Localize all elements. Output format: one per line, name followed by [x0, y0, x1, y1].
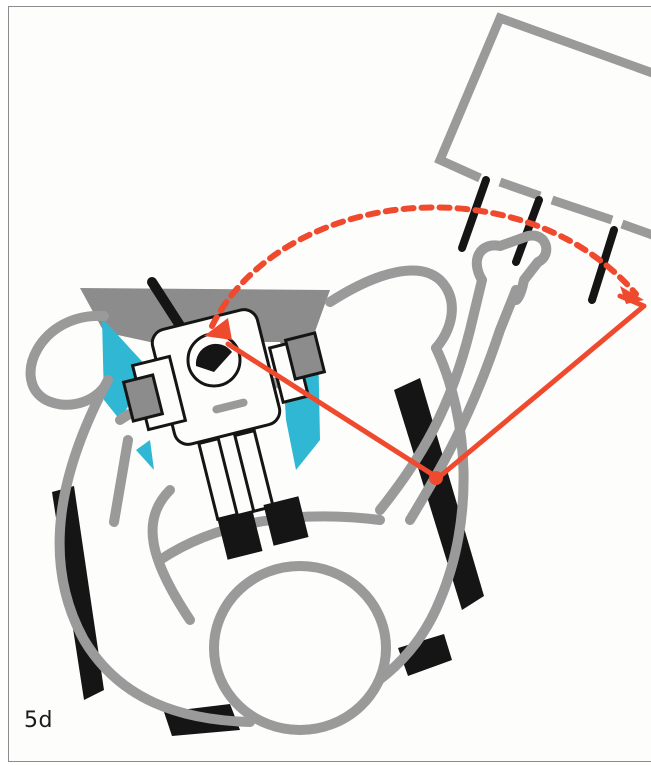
- instrument-tray: [440, 18, 651, 242]
- operator-head: [214, 566, 386, 730]
- panel-label: 5d: [24, 708, 53, 733]
